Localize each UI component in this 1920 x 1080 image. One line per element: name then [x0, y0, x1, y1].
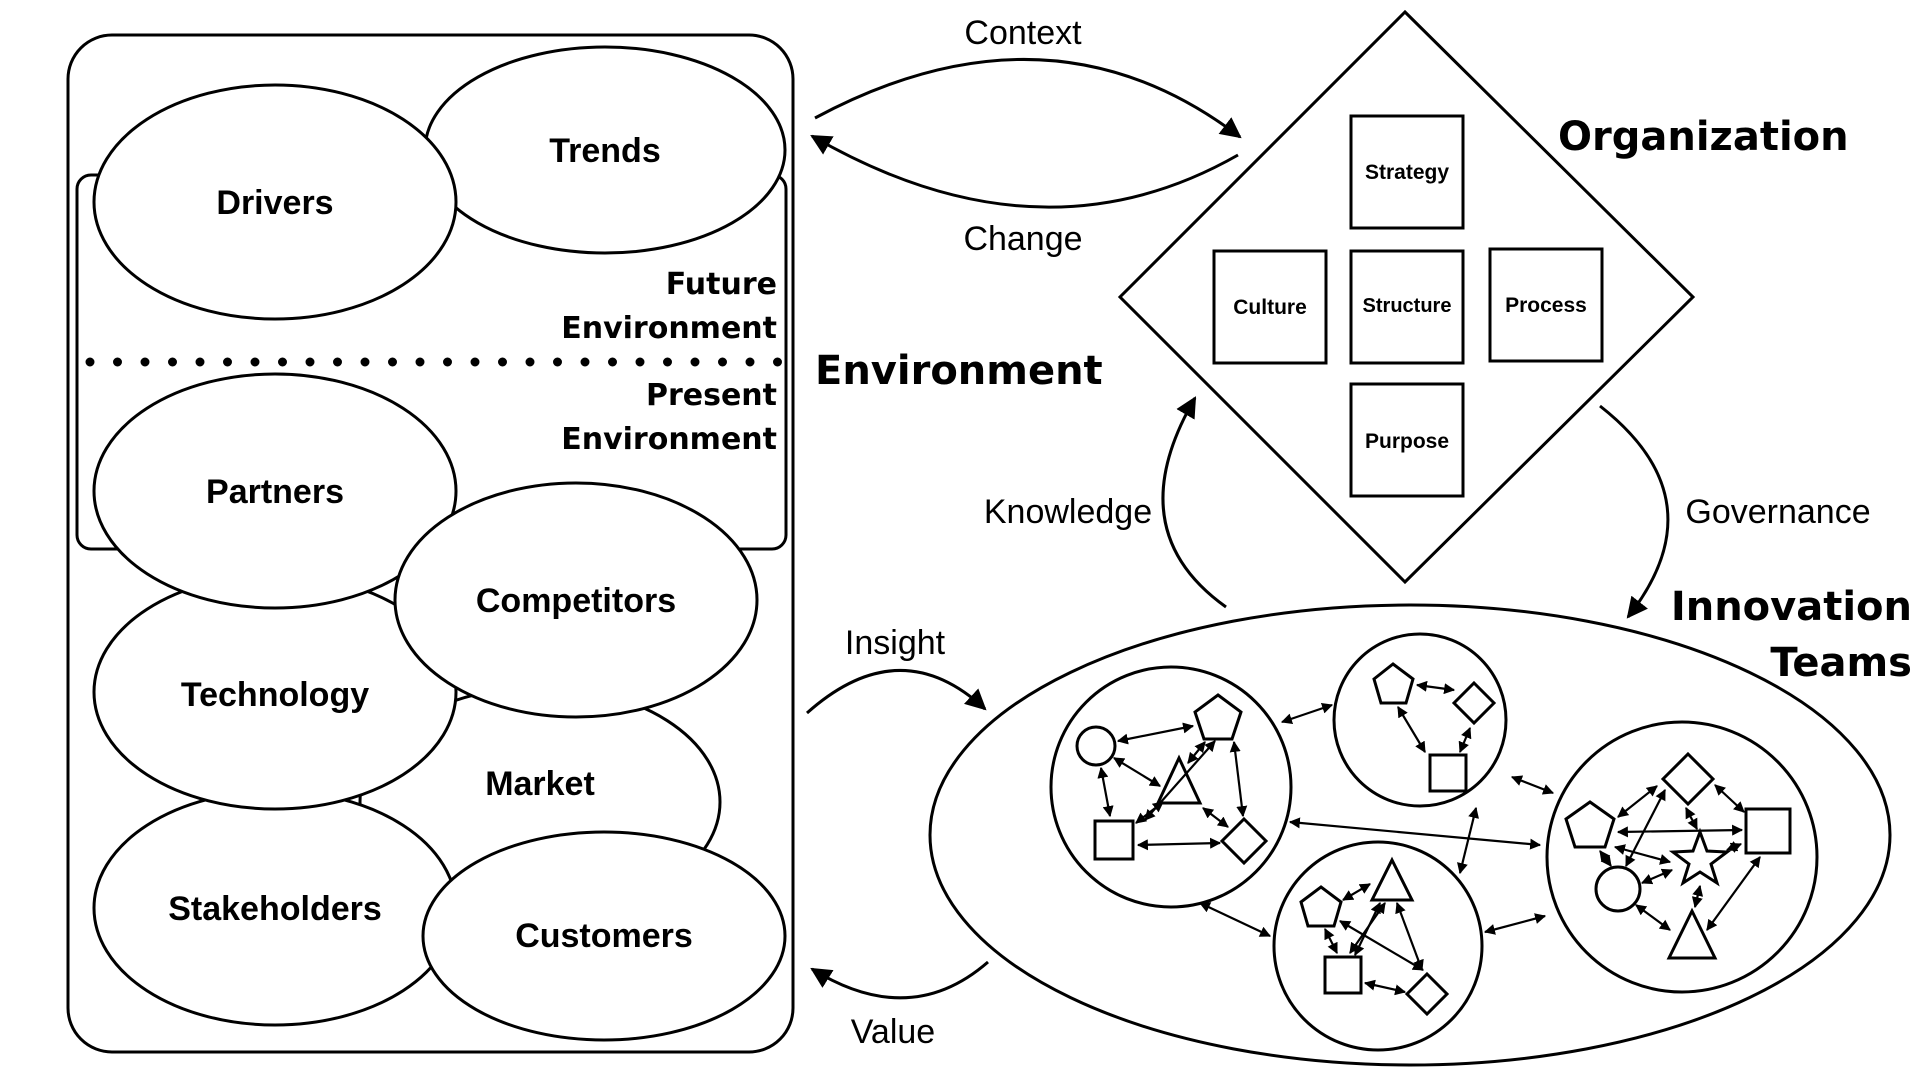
structure-box — [1349, 249, 1465, 365]
link — [1458, 726, 1472, 754]
link — [1691, 884, 1704, 909]
diamond-node — [1219, 816, 1269, 866]
team-three — [1545, 720, 1819, 994]
link — [1415, 680, 1456, 695]
inter-team-link — [1288, 817, 1542, 850]
pentagon-node — [1299, 885, 1343, 928]
structure-label: Structure — [1363, 295, 1452, 317]
drivers-ellipse — [92, 83, 458, 321]
partners-label: Partners — [206, 473, 344, 511]
inter-team-link — [1280, 702, 1334, 725]
link — [1625, 789, 1666, 867]
link — [1342, 883, 1371, 901]
culture-label: Culture — [1233, 296, 1307, 319]
purpose-label: Purpose — [1365, 430, 1449, 453]
environment-heading: Environment — [815, 348, 1103, 394]
technology-label: Technology — [181, 676, 369, 714]
link — [1397, 706, 1426, 753]
inter-team-link — [1510, 775, 1555, 795]
circle-node — [1075, 725, 1117, 767]
team-one — [1049, 665, 1293, 909]
link — [1714, 784, 1745, 813]
environment-outer-frame — [66, 33, 795, 1054]
pentagon-node — [1193, 693, 1243, 741]
future-environment-label-line1: Future — [666, 267, 777, 302]
link — [1144, 740, 1216, 821]
square-node — [1428, 753, 1468, 793]
link — [1136, 837, 1222, 851]
insight-label: Insight — [845, 624, 946, 662]
trends-label: Trends — [549, 132, 660, 170]
innovation-teams-heading-line1: Innovation — [1671, 584, 1912, 630]
link — [1363, 979, 1407, 996]
link — [1685, 807, 1698, 830]
link — [1097, 766, 1114, 818]
partners-ellipse — [92, 372, 458, 610]
market-label: Market — [485, 765, 595, 803]
team-one-boundary — [1049, 665, 1293, 909]
knowledge-label: Knowledge — [984, 493, 1152, 531]
drivers-label: Drivers — [216, 184, 333, 222]
team-two — [1332, 632, 1508, 808]
competitors-label: Competitors — [476, 582, 676, 620]
customers-ellipse — [421, 830, 787, 1042]
link — [1725, 841, 1743, 853]
link — [1324, 928, 1338, 954]
inter-team-link — [1483, 913, 1547, 935]
governance-label: Governance — [1685, 493, 1870, 531]
circle-node — [1594, 865, 1642, 913]
change-label: Change — [963, 220, 1082, 258]
customers-label: Customers — [515, 917, 693, 955]
purpose-box — [1349, 382, 1465, 498]
insight-arrow — [806, 669, 987, 715]
flow-arrows — [806, 57, 1670, 1000]
future-environment-label-line2: Environment — [561, 311, 777, 346]
triangle-node — [1666, 907, 1718, 960]
triangle-node — [1369, 856, 1415, 902]
organization-diamond-group: Strategy Culture Structure Process Purpo… — [1117, 9, 1696, 585]
process-label: Process — [1505, 294, 1587, 317]
square-node — [1093, 819, 1135, 861]
link — [1706, 856, 1761, 931]
culture-box — [1212, 249, 1328, 365]
diamond-node — [1404, 971, 1450, 1017]
organization-diamond — [1117, 9, 1696, 585]
star-node — [1668, 827, 1732, 887]
pentagon-node — [1564, 800, 1616, 849]
link — [1229, 740, 1248, 818]
team-three-boundary — [1545, 720, 1819, 994]
organization-heading: Organization — [1558, 114, 1849, 160]
link — [1635, 904, 1671, 931]
value-arrow — [810, 960, 989, 1000]
link — [1395, 901, 1424, 972]
knowledge-arrow — [1161, 396, 1227, 609]
context-arrow — [814, 57, 1242, 139]
present-environment-label-line2: Environment — [561, 422, 777, 457]
governance-arrow — [1599, 404, 1670, 619]
stakeholders-label: Stakeholders — [168, 890, 382, 928]
competitors-ellipse — [393, 481, 759, 719]
link — [1640, 868, 1674, 885]
process-box — [1488, 247, 1604, 363]
value-label: Value — [851, 1013, 935, 1051]
present-environment-label-line1: Present — [646, 378, 777, 413]
strategy-box — [1349, 114, 1465, 230]
square-node — [1744, 807, 1792, 855]
inter-team-link — [1199, 902, 1271, 937]
inter-team-link — [1457, 806, 1479, 875]
link — [1354, 902, 1381, 956]
link — [1116, 722, 1195, 745]
link — [1599, 850, 1612, 867]
context-label: Context — [964, 14, 1082, 52]
diamond-node — [1451, 680, 1497, 726]
environment-panel: Trends Drivers Future Environment Presen… — [66, 33, 795, 1054]
innovation-teams-heading-line2: Teams — [1770, 640, 1912, 686]
pentagon-node — [1372, 662, 1415, 705]
change-arrow — [810, 134, 1239, 209]
diamond-node — [1660, 751, 1716, 807]
innovation-teams-group — [928, 603, 1892, 1067]
strategy-label: Strategy — [1365, 161, 1449, 184]
team-two-boundary — [1332, 632, 1508, 808]
